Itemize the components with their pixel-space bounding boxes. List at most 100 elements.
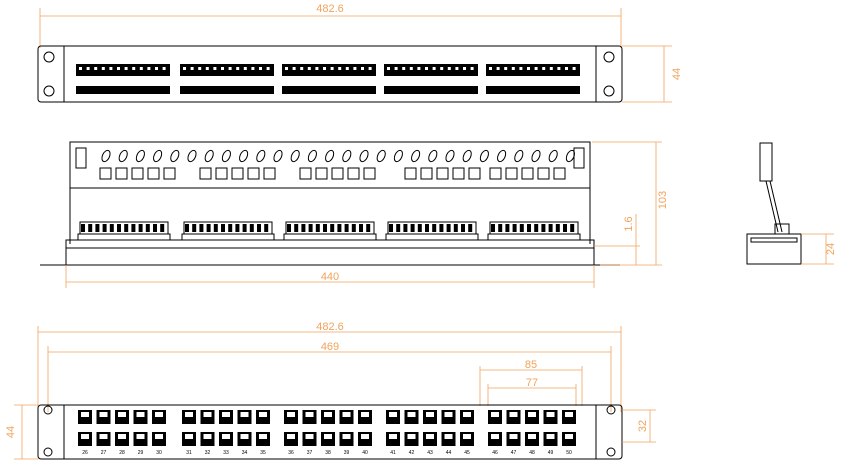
keystone-contact [192, 224, 197, 232]
cable-hook-icon [263, 167, 276, 180]
keystone-contact [439, 224, 444, 232]
port-number: 46 [492, 450, 498, 456]
cable-slot-icon [565, 149, 575, 163]
rj45-latch [426, 434, 434, 439]
group-inner-dimension: 77 [526, 377, 538, 389]
cable-slot-icon [273, 149, 283, 163]
rj45-latch [305, 412, 314, 417]
port-number: 49 [548, 450, 554, 456]
cable-hook-icon [99, 167, 112, 180]
keystone-contact [417, 224, 422, 232]
strip-notch [315, 67, 319, 70]
cable-slot-icon [239, 149, 249, 163]
port-number: 31 [186, 450, 192, 456]
rj45-latch [407, 412, 416, 417]
rj45-latch [259, 412, 267, 417]
rj45-latch [203, 434, 212, 439]
keystone-contact [242, 224, 247, 232]
cable-hook-icon [363, 167, 376, 180]
rj45-latch [155, 412, 163, 417]
cable-slot-icon [428, 149, 438, 163]
rj45-latch [287, 412, 295, 417]
front-port-strips [76, 64, 580, 94]
keystone-contact [199, 224, 204, 232]
port-number: 38 [325, 450, 331, 456]
strip-notch [300, 67, 304, 70]
cable-slot-icon [359, 149, 369, 163]
strip-notch [266, 67, 270, 70]
keystone-contact [249, 224, 254, 232]
strip-notch [101, 67, 105, 70]
cable-hooks [99, 167, 566, 180]
strip-notch [259, 67, 262, 70]
rj45-latch [342, 412, 351, 417]
port-number: 43 [427, 450, 433, 456]
keystone-contact [124, 224, 129, 232]
cable-manager-bar [69, 141, 591, 189]
cable-slot-icon [531, 149, 541, 163]
strip-notch [190, 67, 194, 70]
rj45-latch [491, 412, 499, 417]
port-height-dimension: 32 [637, 420, 649, 432]
mount-hole-icon [603, 51, 615, 63]
keystone-contact [498, 224, 503, 232]
rj45-latch [324, 434, 332, 439]
strip-notch [94, 67, 98, 70]
cable-slot-icon [221, 149, 231, 163]
mount-hole-icon [606, 447, 616, 457]
mount-hole-icon [603, 85, 615, 97]
strip-notch [394, 67, 398, 70]
rj45-latch [463, 434, 471, 439]
keystone-contact [453, 224, 458, 232]
port-strip [76, 86, 170, 94]
rj45-latch [222, 434, 230, 439]
rj45-latch [463, 412, 471, 417]
port-strip [384, 64, 478, 76]
keystone-contact [145, 224, 150, 232]
rj45-latch [509, 412, 518, 417]
cable-hook-icon [199, 167, 212, 180]
keystone-contact [563, 224, 567, 232]
keystone-contact [153, 224, 157, 232]
strip-notch [519, 67, 523, 70]
cable-slot-icon [118, 149, 128, 163]
rj45-latch [565, 434, 573, 439]
port-number: 50 [566, 450, 572, 456]
port-strip [180, 64, 274, 76]
rj45-latch [81, 434, 89, 439]
side-height-dimension: 24 [825, 243, 837, 255]
cable-hook-icon [452, 167, 465, 180]
keystone-contact [95, 224, 100, 232]
keystone-contact [308, 224, 313, 232]
cable-hook-icon [331, 167, 344, 180]
cable-slot-icon [325, 149, 335, 163]
port-strip [76, 64, 170, 76]
cable-hook-icon [247, 167, 260, 180]
rj45-latch [324, 412, 332, 417]
port-number: 47 [511, 450, 517, 456]
keystone-base [77, 233, 171, 241]
side-view: 24 [746, 142, 837, 265]
keystone-contact [396, 224, 401, 232]
rj45-latch [185, 412, 193, 417]
strip-notch [425, 67, 428, 70]
strip-notch [251, 67, 255, 70]
keystone-contact [512, 224, 517, 232]
strip-notch [132, 67, 136, 70]
keystone-contact [228, 224, 233, 232]
cable-hook-icon [231, 167, 244, 180]
port-strip [486, 64, 580, 76]
strip-notch [79, 67, 82, 70]
mount-hole-icon [43, 85, 55, 97]
cable-hook-icon [299, 167, 312, 180]
port-number: 45 [464, 450, 470, 456]
keystone-contact [425, 224, 429, 232]
port-number: 42 [409, 450, 415, 456]
cable-slot-icon [153, 149, 163, 163]
keystone-contact [344, 224, 349, 232]
strip-notch [285, 67, 288, 70]
keystone-contact [287, 224, 291, 232]
port-strip [282, 64, 376, 76]
keystone-contact [432, 224, 437, 232]
keystone-contact [330, 224, 335, 232]
